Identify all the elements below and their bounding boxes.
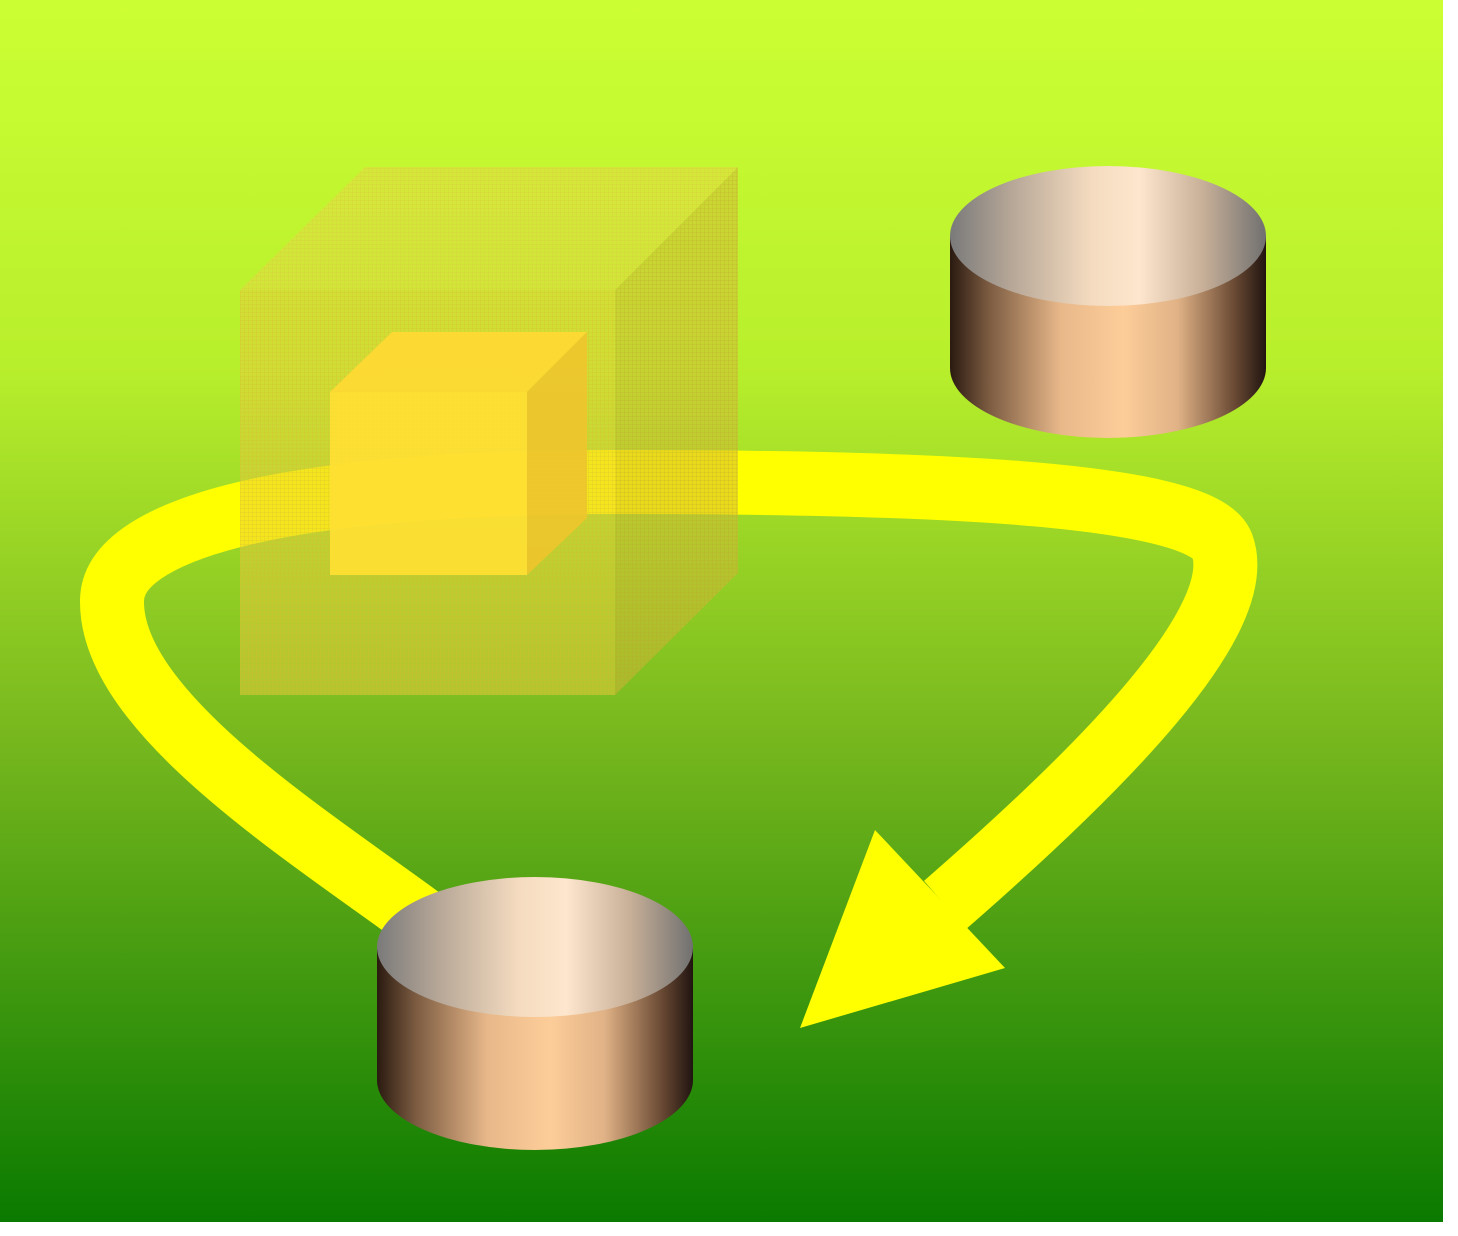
inner-cube-side-face — [527, 332, 587, 575]
cylinder-top-right-lid — [950, 166, 1266, 306]
inner-cube-front-face — [330, 392, 527, 575]
cylinder-bottom-lid — [377, 877, 693, 1017]
database-cylinder-bottom — [377, 877, 693, 1150]
outer-cube-top-face — [240, 167, 738, 290]
inner-solid-cube — [330, 332, 587, 575]
outer-cube-side-face — [615, 167, 738, 695]
flow-arrow-head — [800, 830, 1005, 1028]
database-cylinder-top-right — [950, 166, 1266, 438]
inner-cube-top-face — [330, 332, 587, 392]
